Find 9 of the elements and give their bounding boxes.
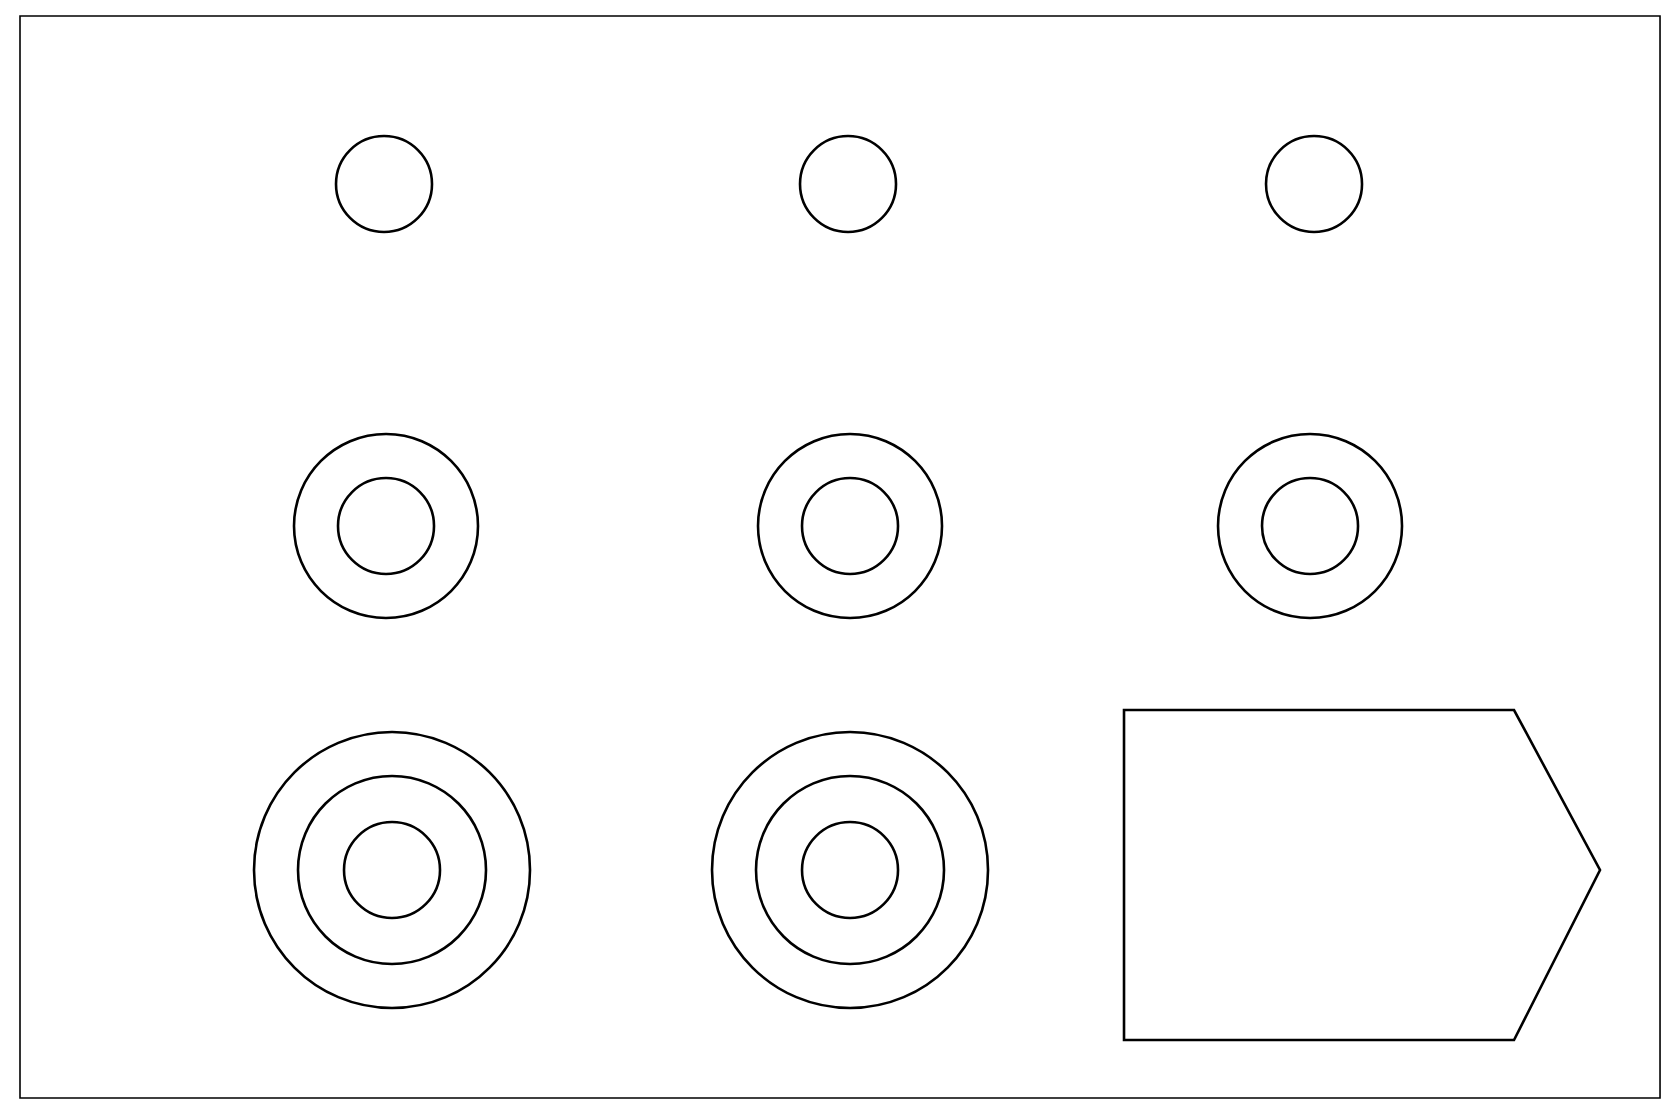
pentagon-shape [1122,708,1602,1042]
triple-circle [710,730,990,1010]
double-circle [292,432,480,620]
double-circle [756,432,944,620]
double-circle [1216,432,1404,620]
triple-circle [252,730,532,1010]
circle [798,134,898,234]
circle [1264,134,1364,234]
circle [334,134,434,234]
